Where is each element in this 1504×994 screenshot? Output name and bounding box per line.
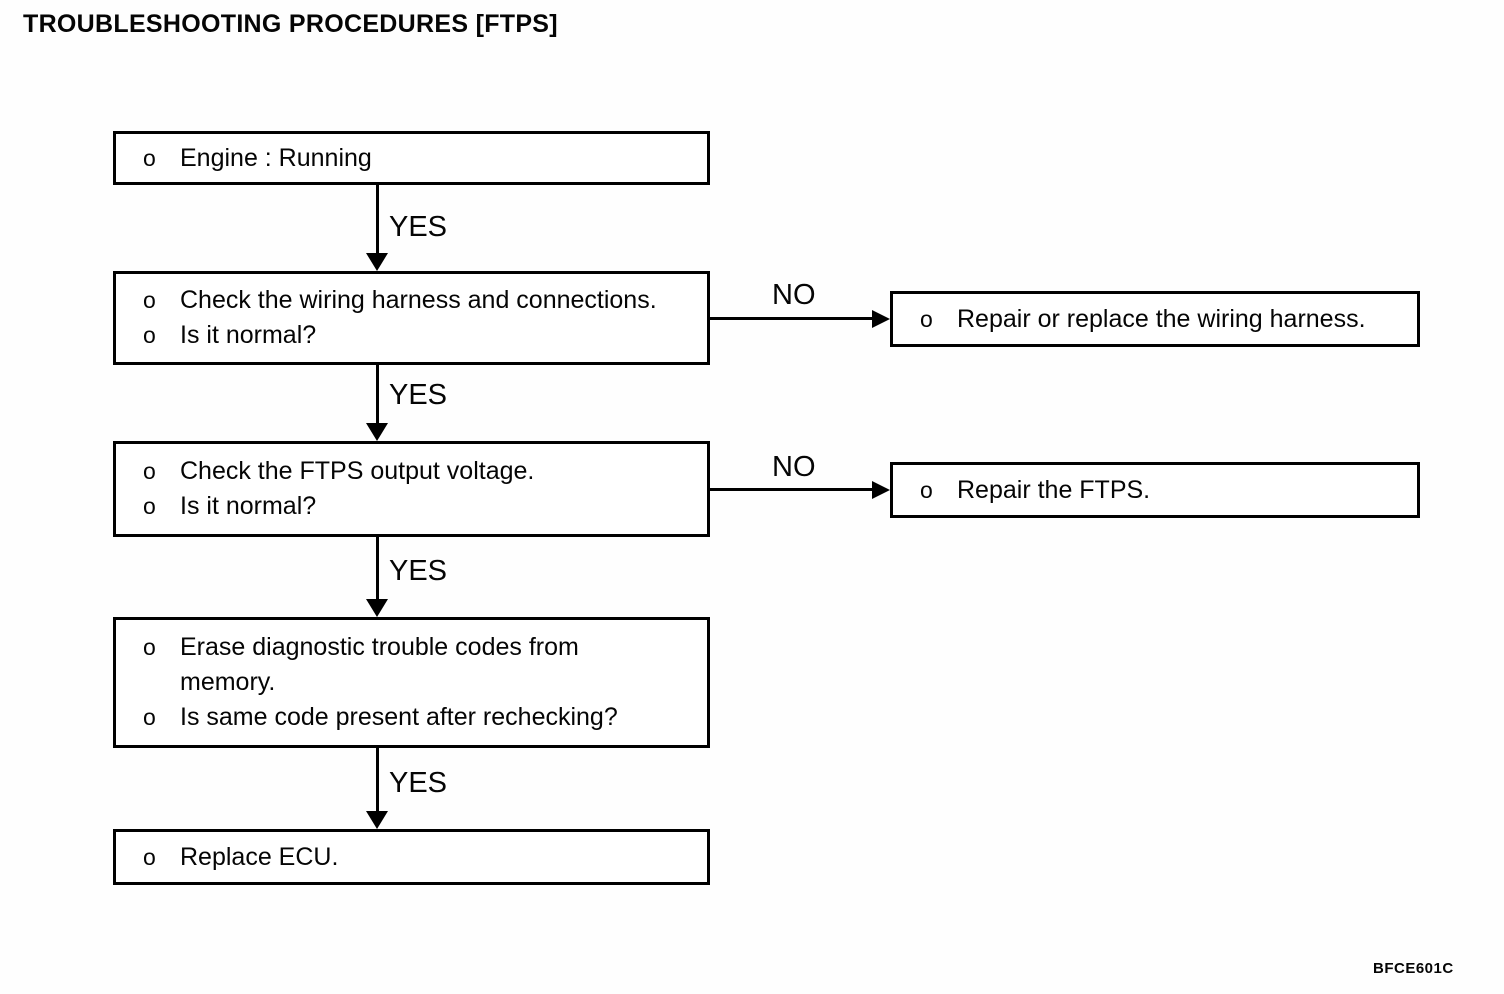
step-text: Is it normal?: [180, 321, 317, 349]
step-text: Repair the FTPS.: [957, 475, 1151, 504]
bullet-icon: o: [143, 704, 156, 730]
connector-line: [376, 748, 379, 811]
bullet-icon: o: [920, 476, 933, 503]
step-item: o Is it normal?: [143, 489, 697, 524]
step-item: o Replace ECU.: [143, 840, 697, 875]
step-item: o Is same code present after rechecking?: [143, 700, 697, 735]
step-text: Repair or replace the wiring harness.: [957, 304, 1366, 333]
connector-line: [710, 317, 874, 320]
connector-line: [376, 185, 379, 253]
step-text: Replace ECU.: [180, 842, 339, 871]
bullet-icon: o: [143, 458, 156, 484]
page-title: TROUBLESHOOTING PROCEDURES [FTPS]: [23, 10, 558, 38]
step-text: Is same code present after rechecking?: [180, 703, 618, 731]
connector-line: [710, 488, 874, 491]
step-item: o Is it normal?: [143, 318, 697, 353]
figure-code: BFCE601C: [1373, 960, 1454, 977]
edge-label-yes: YES: [389, 555, 448, 587]
bullet-icon: o: [143, 493, 156, 519]
action-box-repair-ftps: o Repair the FTPS.: [890, 462, 1420, 518]
connector-line: [376, 365, 379, 423]
step-item: o Erase diagnostic trouble codes from me…: [143, 630, 697, 700]
bullet-icon: o: [143, 287, 156, 313]
arrowhead-down-icon: [366, 599, 388, 617]
step-box-erase-codes: o Erase diagnostic trouble codes from me…: [113, 617, 710, 748]
bullet-icon: o: [143, 144, 156, 171]
arrowhead-right-icon: [872, 481, 890, 499]
connector-line: [376, 537, 379, 599]
edge-label-yes: YES: [389, 767, 448, 799]
step-item: o Engine : Running: [143, 141, 697, 176]
step-text: Erase diagnostic trouble codes from memo…: [180, 633, 579, 696]
edge-label-yes: YES: [389, 379, 448, 411]
bullet-icon: o: [920, 305, 933, 332]
arrowhead-down-icon: [366, 423, 388, 441]
arrowhead-down-icon: [366, 253, 388, 271]
step-text: Check the wiring harness and connections…: [180, 286, 657, 314]
edge-label-yes: YES: [389, 211, 448, 243]
step-item: o Repair the FTPS.: [920, 473, 1407, 508]
arrowhead-right-icon: [872, 310, 890, 328]
edge-label-no: NO: [772, 279, 816, 311]
step-text: Engine : Running: [180, 143, 372, 172]
step-box-replace-ecu: o Replace ECU.: [113, 829, 710, 885]
bullet-icon: o: [143, 843, 156, 870]
step-box-check-ftps: o Check the FTPS output voltage. o Is it…: [113, 441, 710, 537]
bullet-icon: o: [143, 634, 156, 660]
step-item: o Check the wiring harness and connectio…: [143, 283, 697, 318]
action-box-repair-wiring: o Repair or replace the wiring harness.: [890, 291, 1420, 347]
bullet-icon: o: [143, 322, 156, 348]
step-box-check-wiring: o Check the wiring harness and connectio…: [113, 271, 710, 365]
edge-label-no: NO: [772, 451, 816, 483]
step-text: Check the FTPS output voltage.: [180, 457, 535, 485]
step-text: Is it normal?: [180, 492, 317, 520]
arrowhead-down-icon: [366, 811, 388, 829]
step-box-engine: o Engine : Running: [113, 131, 710, 185]
step-item: o Repair or replace the wiring harness.: [920, 302, 1407, 337]
step-item: o Check the FTPS output voltage.: [143, 454, 697, 489]
